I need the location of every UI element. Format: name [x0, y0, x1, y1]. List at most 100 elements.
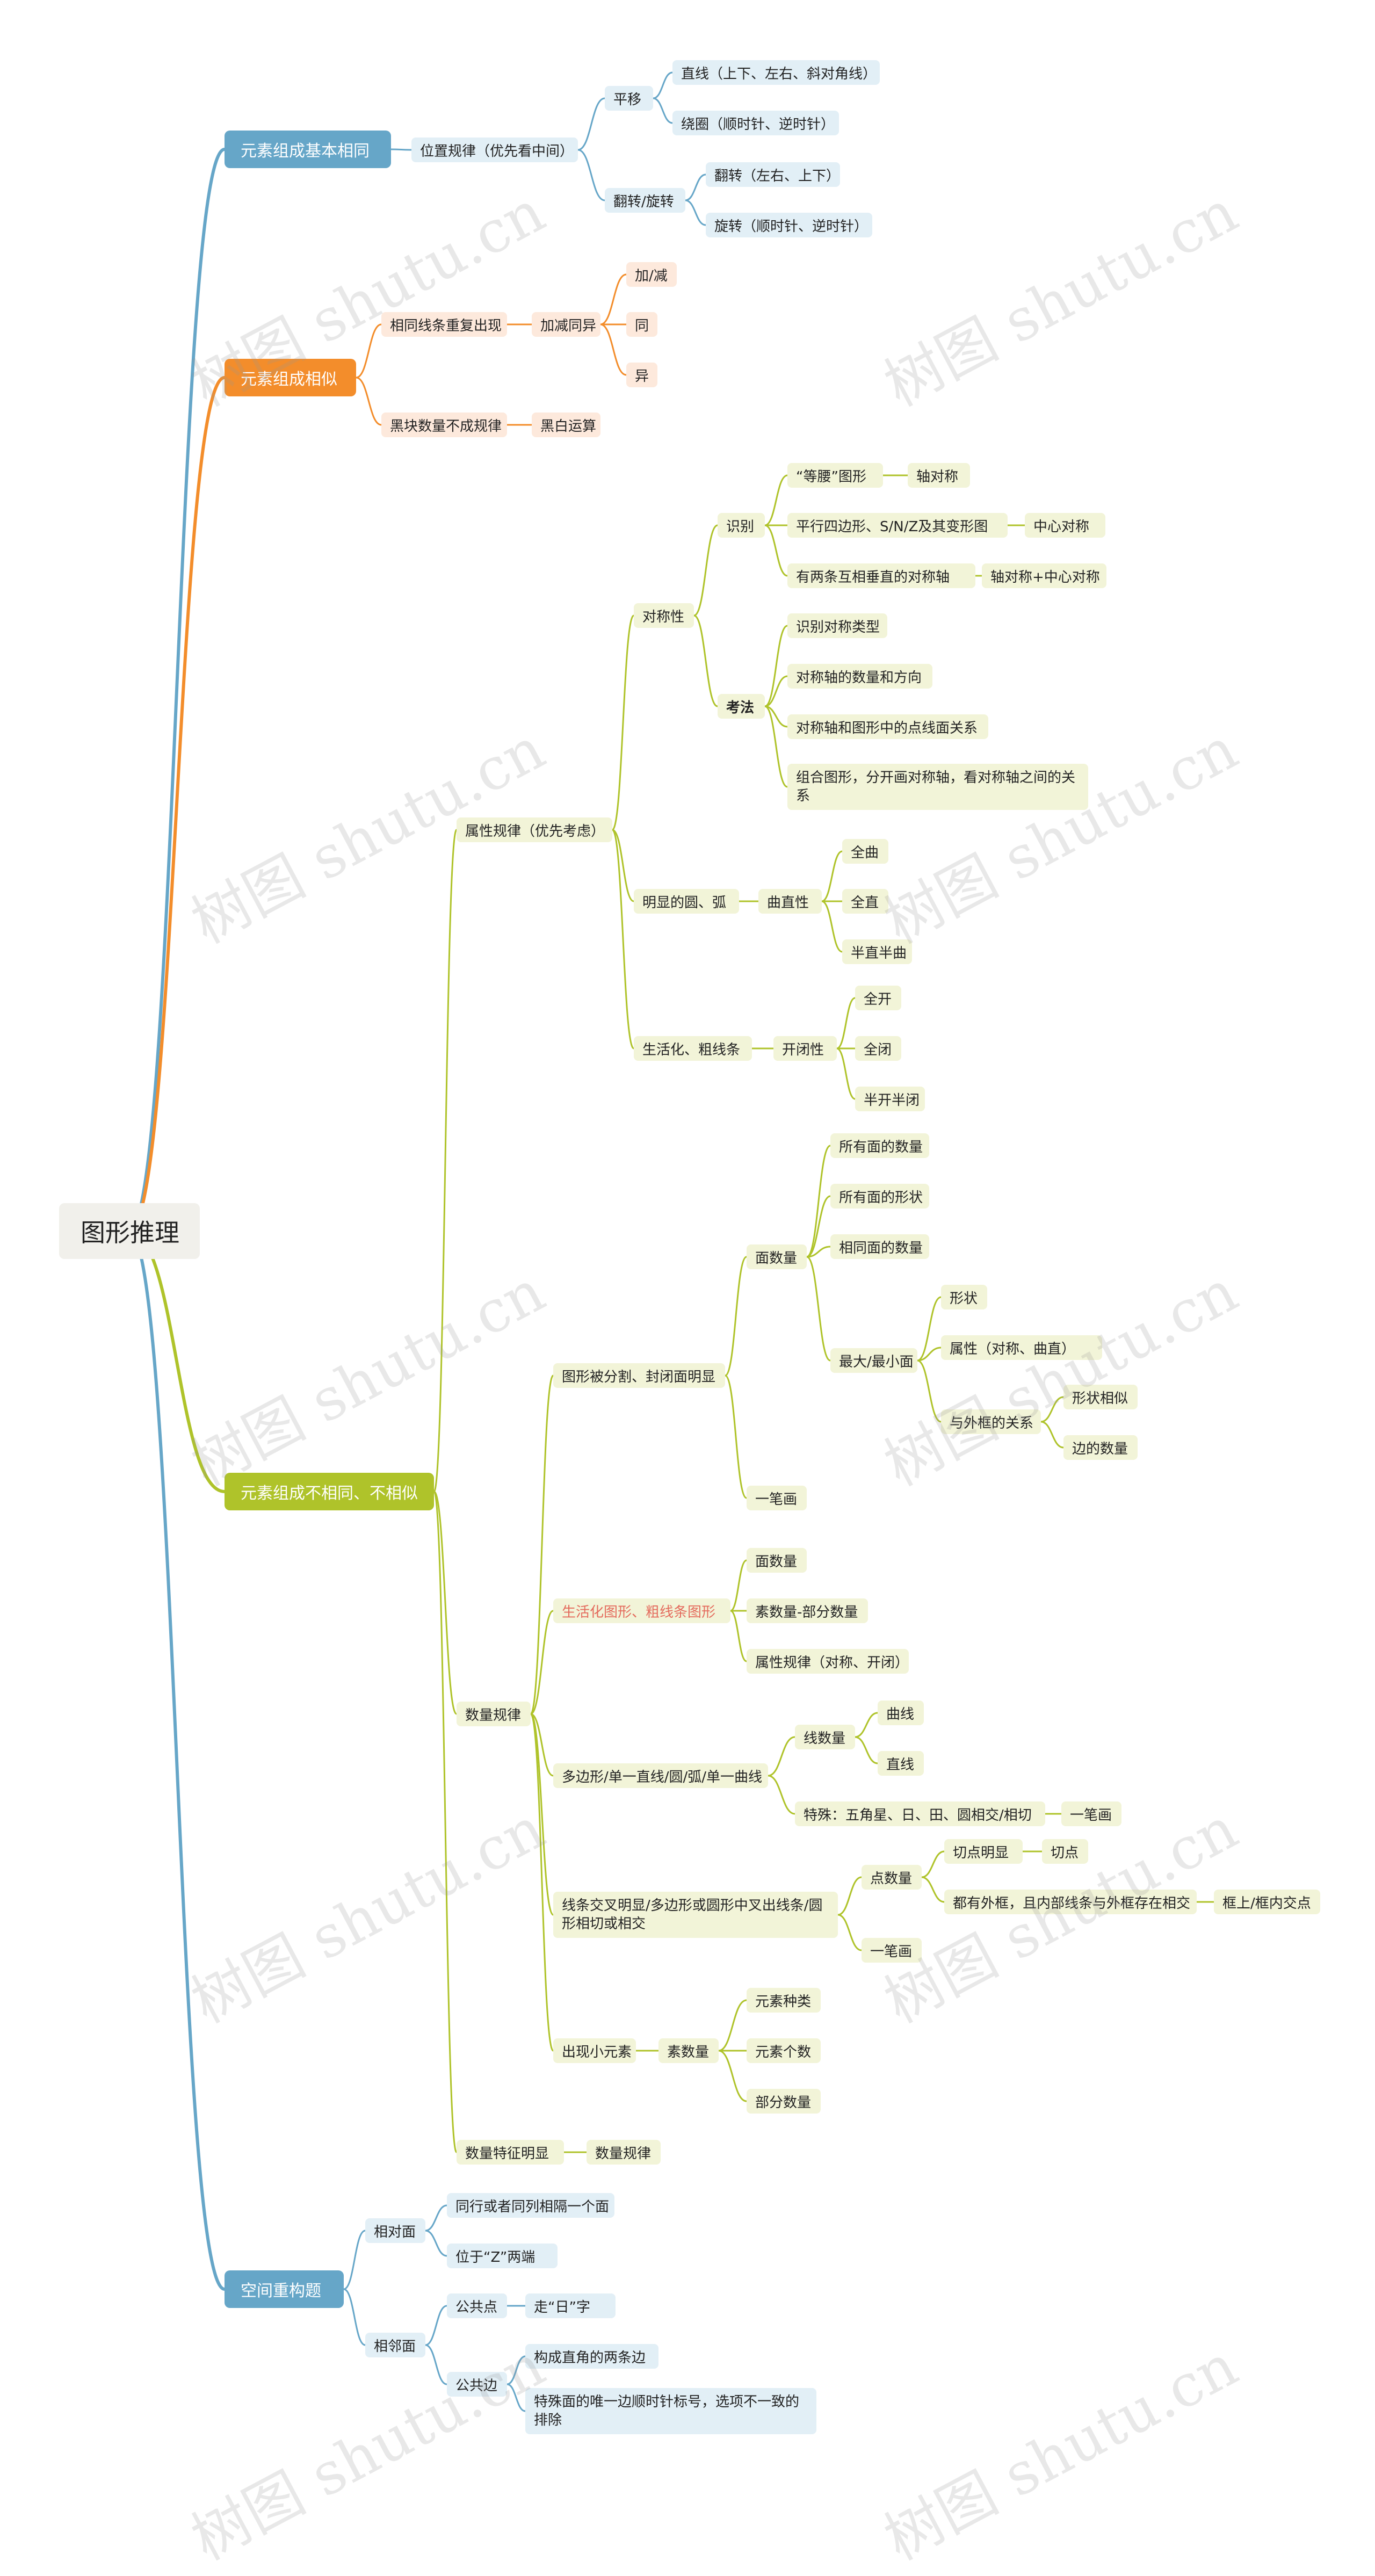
node-circle[interactable]: 绕圈（顺时针、逆时针） — [672, 111, 839, 135]
node-circle-arc[interactable]: 明显的圆、弧 — [634, 889, 739, 914]
node-z-ends[interactable]: 位于“Z”两端 — [447, 2244, 558, 2268]
node-identify-type[interactable]: 识别对称类型 — [787, 613, 887, 638]
node-add-sub[interactable]: 加减同异 — [532, 312, 600, 337]
node-isosceles[interactable]: “等腰”图形 — [787, 463, 883, 488]
connector-line — [577, 97, 605, 151]
node-same[interactable]: 同 — [626, 312, 657, 337]
node-flip[interactable]: 翻转（左右、上下） — [706, 162, 840, 187]
node-same-face-count[interactable]: 相同面的数量 — [830, 1234, 929, 1259]
node-all-face-shape[interactable]: 所有面的形状 — [830, 1184, 929, 1209]
node-max-min-face[interactable]: 最大/最小面 — [830, 1348, 917, 1373]
node-line-cross[interactable]: 线条交叉明显/多边形或圆形中叉出线条/圆形相切或相交 — [553, 1892, 838, 1938]
node-opposite-face[interactable]: 相对面 — [365, 2218, 425, 2243]
node-position-rule[interactable]: 位置规律（优先看中间） — [411, 138, 578, 162]
node-perpendicular-axes[interactable]: 有两条互相垂直的对称轴 — [787, 563, 975, 588]
node-polygon-line[interactable]: 多边形/单一直线/圆/弧/单一曲线 — [553, 1763, 768, 1788]
node-straight[interactable]: 直线 — [878, 1751, 924, 1776]
node-one-stroke-1[interactable]: 一笔画 — [747, 1486, 807, 1510]
node-divided-figure[interactable]: 图形被分割、封闭面明显 — [553, 1363, 725, 1388]
node-symmetry[interactable]: 对称性 — [634, 603, 694, 628]
node-face-count[interactable]: 面数量 — [747, 1244, 807, 1269]
node-similar-shape[interactable]: 形状相似 — [1063, 1385, 1138, 1409]
branch-space-reconstruct[interactable]: 空间重构题 — [225, 2270, 344, 2308]
connector-line — [855, 1712, 878, 1738]
node-ri-shape[interactable]: 走“日”字 — [525, 2293, 616, 2318]
node-black-blocks[interactable]: 黑块数量不成规律 — [381, 413, 507, 437]
node-special-star[interactable]: 特殊：五角星、日、田、圆相交/相切 — [795, 1801, 1045, 1826]
root-node[interactable]: 图形推理 — [59, 1203, 200, 1259]
node-open-close[interactable]: 开闭性 — [773, 1036, 837, 1061]
node-straight-line[interactable]: 直线（上下、左右、斜对角线） — [672, 60, 880, 85]
node-axis-count[interactable]: 对称轴的数量和方向 — [787, 664, 932, 689]
node-axis-symmetry-1[interactable]: 轴对称 — [908, 463, 970, 488]
connector-line — [425, 2204, 447, 2232]
node-curve-straight[interactable]: 曲直性 — [758, 889, 822, 914]
node-right-angle-edges[interactable]: 构成直角的两条边 — [525, 2344, 658, 2369]
node-face-count-2[interactable]: 面数量 — [747, 1548, 807, 1573]
node-parallelogram[interactable]: 平行四边形、S/N/Z及其变形图 — [787, 513, 1008, 538]
node-axis-point-line[interactable]: 对称轴和图形中的点线面关系 — [787, 714, 988, 739]
node-all-curve[interactable]: 全曲 — [842, 839, 888, 864]
node-small-element[interactable]: 出现小元素 — [553, 2038, 636, 2063]
node-line-count[interactable]: 线数量 — [795, 1725, 855, 1749]
node-all-open[interactable]: 全开 — [855, 986, 901, 1010]
node-shape[interactable]: 形状 — [941, 1285, 987, 1309]
node-outer-frame-intersect[interactable]: 都有外框，且内部线条与外框存在相交 — [944, 1890, 1197, 1914]
node-one-stroke-3[interactable]: 一笔画 — [862, 1938, 922, 1963]
node-part-count[interactable]: 部分数量 — [747, 2089, 821, 2114]
connector-line — [764, 474, 788, 526]
node-adjacent-face[interactable]: 相邻面 — [365, 2333, 425, 2357]
branch-element-different[interactable]: 元素组成不相同、不相似 — [225, 1473, 434, 1510]
node-outer-frame[interactable]: 与外框的关系 — [941, 1409, 1041, 1434]
node-attr-sym-curve[interactable]: 属性（对称、曲直） — [941, 1335, 1102, 1360]
connector-line — [611, 829, 635, 1050]
node-common-edge[interactable]: 公共边 — [447, 2372, 507, 2397]
node-curve[interactable]: 曲线 — [878, 1701, 924, 1725]
node-exam-method[interactable]: 考法 — [718, 694, 765, 719]
node-point-count[interactable]: 点数量 — [862, 1865, 922, 1890]
node-special-face[interactable]: 特殊面的唯一边顺时针标号，选项不一致的排除 — [525, 2388, 816, 2434]
node-element-kind[interactable]: 元素种类 — [747, 1988, 821, 2013]
node-tangent-point[interactable]: 切点 — [1042, 1839, 1088, 1864]
branch-element-same[interactable]: 元素组成基本相同 — [225, 131, 391, 168]
node-black-white-op[interactable]: 黑白运算 — [532, 413, 600, 437]
connector-line — [530, 1374, 554, 1715]
node-same-row[interactable]: 同行或者同列相隔一个面 — [447, 2193, 614, 2218]
node-edge-count[interactable]: 边的数量 — [1063, 1435, 1138, 1460]
connector-line — [730, 1610, 747, 1662]
connector-line — [837, 1876, 862, 1916]
node-half-open[interactable]: 半开半闭 — [855, 1087, 925, 1111]
node-same-lines[interactable]: 相同线条重复出现 — [381, 312, 507, 337]
node-axis-and-center[interactable]: 轴对称+中心对称 — [982, 563, 1106, 588]
node-all-straight[interactable]: 全直 — [842, 889, 888, 914]
connector-line — [433, 829, 458, 1493]
node-one-stroke-2[interactable]: 一笔画 — [1061, 1801, 1121, 1826]
node-element-minus-part[interactable]: 素数量-部分数量 — [747, 1598, 868, 1623]
connector-line — [506, 2355, 526, 2385]
node-tangent-obvious[interactable]: 切点明显 — [944, 1839, 1023, 1864]
node-element-count[interactable]: 素数量 — [658, 2038, 719, 2063]
node-half-half[interactable]: 半直半曲 — [842, 939, 912, 964]
node-diff[interactable]: 异 — [626, 363, 657, 387]
node-life-figure[interactable]: 生活化图形、粗线条图形 — [553, 1598, 730, 1623]
node-translate[interactable]: 平移 — [605, 86, 653, 111]
connector-line — [764, 675, 788, 707]
node-quantity-rule-2[interactable]: 数量规律 — [587, 2140, 661, 2165]
node-plus-minus[interactable]: 加/减 — [626, 262, 677, 287]
node-element-number[interactable]: 元素个数 — [747, 2038, 821, 2063]
node-attribute-rule[interactable]: 属性规律（优先考虑） — [457, 817, 612, 842]
node-life-thick[interactable]: 生活化、粗线条 — [634, 1036, 752, 1061]
node-quantity-feature[interactable]: 数量特征明显 — [457, 2140, 564, 2165]
node-rotate[interactable]: 旋转（顺时针、逆时针） — [706, 213, 872, 237]
node-all-closed[interactable]: 全闭 — [855, 1036, 901, 1061]
node-all-face-count[interactable]: 所有面的数量 — [830, 1133, 929, 1158]
node-combined-figure[interactable]: 组合图形，分开画对称轴，看对称轴之间的关系 — [787, 764, 1088, 810]
node-center-symmetry[interactable]: 中心对称 — [1025, 513, 1105, 538]
node-quantity-rule[interactable]: 数量规律 — [457, 1702, 531, 1726]
node-flip-rotate[interactable]: 翻转/旋转 — [605, 188, 685, 213]
node-identify[interactable]: 识别 — [718, 513, 765, 538]
node-frame-intersection[interactable]: 框上/框内交点 — [1214, 1890, 1320, 1914]
branch-element-similar[interactable]: 元素组成相似 — [225, 359, 356, 396]
node-common-point[interactable]: 公共点 — [447, 2293, 507, 2318]
node-attr-sym-open[interactable]: 属性规律（对称、开闭） — [747, 1649, 909, 1674]
